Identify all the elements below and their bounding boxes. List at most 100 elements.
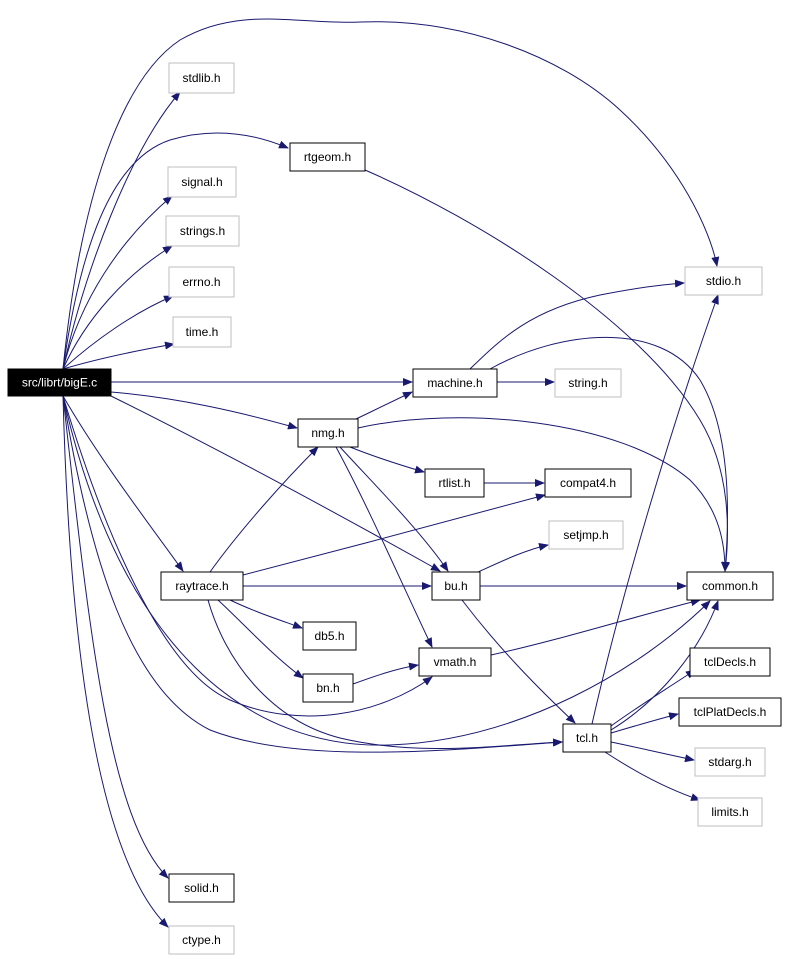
node-label: src/librt/bigE.c [22,376,97,390]
header-nodes: src/librt/bigE.c stdlib.h rtgeom.h signal.h… [7,62,782,955]
node-label: stdlib.h [182,71,220,85]
node-box [289,142,366,172]
edge-bu-to-tcl [461,599,576,724]
node-label: rtlist.h [438,476,470,490]
node-time[interactable]: time.h [172,316,232,348]
node-label: bn.h [316,681,339,695]
edge-root-to-bu [110,395,441,572]
node-label: stdio.h [706,274,741,288]
node-box [686,571,774,601]
node-box [7,368,112,397]
node-box [694,747,766,777]
edge-raytrace-to-nmg [209,446,319,573]
node-strings[interactable]: strings.h [165,215,240,247]
node-tclplat[interactable]: tclPlatDecls.h [678,697,782,727]
node-box [160,571,244,601]
edge-tcl-to-stdarg [610,741,695,763]
edge-root-to-ctype [62,395,169,928]
node-raytrace[interactable]: raytrace.h [160,571,244,601]
node-stdlib[interactable]: stdlib.h [168,62,235,94]
edge-tcl-to-stdio [591,294,719,725]
node-box [412,368,498,398]
node-box [168,873,235,903]
node-label: compat4.h [560,476,616,490]
node-errno[interactable]: errno.h [168,266,235,298]
node-label: time.h [186,325,219,339]
node-box [418,647,492,677]
node-label: vmath.h [434,655,477,669]
edge-root-to-tcl [62,395,563,753]
edge-bn-to-vmath [352,662,419,685]
edge-root-to-solid [62,395,169,879]
node-label: tcl.h [576,731,598,745]
node-machine[interactable]: machine.h [412,368,498,398]
node-box [302,621,357,651]
edge-root-to-common [62,395,711,746]
edge-vmath-to-common [490,598,701,656]
node-rtlist[interactable]: rtlist.h [424,468,485,498]
edge-raytrace-to-tcl [207,599,563,749]
node-string[interactable]: string.h [554,368,622,398]
node-compat4[interactable]: compat4.h [544,468,632,498]
edge-tcl-to-tclplat [610,712,679,734]
node-box [168,925,235,955]
node-label: rtgeom.h [304,150,351,164]
node-label: nmg.h [311,426,344,440]
node-label: signal.h [181,175,222,189]
node-root[interactable]: src/librt/bigE.c [7,368,112,397]
node-nmg[interactable]: nmg.h [297,418,359,448]
node-box [167,166,237,198]
node-bn[interactable]: bn.h [302,673,354,703]
node-db5[interactable]: db5.h [302,621,357,651]
node-box [562,723,612,753]
node-rtgeom[interactable]: rtgeom.h [289,142,366,172]
edge-root-to-errno [62,295,174,370]
node-label: limits.h [711,805,748,819]
node-tcldecls[interactable]: tclDecls.h [689,647,771,677]
node-label: machine.h [427,376,482,390]
node-label: solid.h [184,881,219,895]
edge-root-to-time [62,341,175,370]
node-bu[interactable]: bu.h [431,571,481,601]
edge-raytrace-to-bn [217,599,304,679]
node-box [684,266,763,296]
edge-root-to-rtgeom [62,132,289,370]
node-solid[interactable]: solid.h [168,873,235,903]
dependency-edges [62,18,731,928]
node-label: tclDecls.h [704,655,756,669]
node-box [678,697,782,727]
node-vmath[interactable]: vmath.h [418,647,492,677]
node-signal[interactable]: signal.h [167,166,237,198]
edge-nmg-to-machine [355,391,413,420]
node-label: db5.h [314,629,344,643]
node-box [302,673,354,703]
edge-tcl-to-limits [604,751,701,801]
edge-machine-to-common [489,336,730,572]
edge-tcl-to-common [610,600,719,731]
edge-root-to-nmg [110,391,298,430]
node-limits[interactable]: limits.h [697,797,763,827]
node-label: string.h [568,376,607,390]
node-ctype[interactable]: ctype.h [168,925,235,955]
node-label: errno.h [182,275,220,289]
edge-nmg-to-bu [339,446,449,572]
edge-root-to-strings [62,245,173,370]
node-setjmp[interactable]: setjmp.h [548,520,624,550]
node-stdarg[interactable]: stdarg.h [694,747,766,777]
edge-nmg-to-common [357,417,729,572]
edge-nmg-to-vmath [335,446,433,648]
node-box [697,797,763,827]
node-box [544,468,632,498]
node-box [168,266,235,298]
node-stdio[interactable]: stdio.h [684,266,763,296]
node-box [554,368,622,398]
node-box [689,647,771,677]
node-common[interactable]: common.h [686,571,774,601]
node-box [168,62,235,94]
node-tcl[interactable]: tcl.h [562,723,612,753]
edge-rtgeom-to-common [364,169,731,572]
node-box [172,316,232,348]
node-label: stdarg.h [708,755,751,769]
node-box [165,215,240,247]
